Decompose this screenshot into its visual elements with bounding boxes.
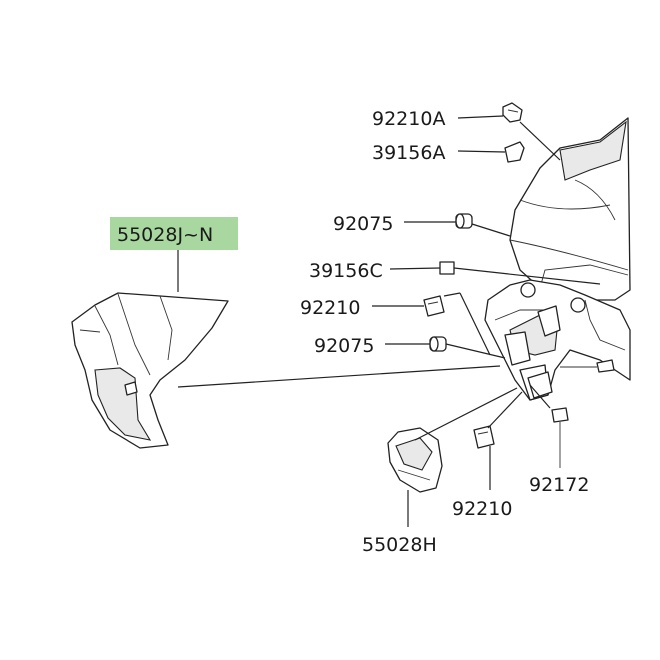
headlight-body-assembly	[484, 117, 631, 401]
label-55028J-N: 55028J~N	[117, 224, 213, 246]
label-39156A: 39156A	[372, 142, 445, 164]
screw-92172-icon	[529, 384, 569, 468]
pad-39156A-icon	[504, 141, 525, 163]
label-92172: 92172	[529, 474, 589, 496]
label-92075-lower: 92075	[314, 335, 374, 357]
clip-92210-upper-icon	[423, 292, 491, 356]
spacer-92075-lower-icon	[429, 336, 506, 359]
label-92210-lower: 92210	[452, 498, 512, 520]
pad-39156C-icon	[439, 261, 601, 285]
highlight-box	[110, 217, 238, 250]
label-39156C: 39156C	[309, 260, 383, 282]
label-92210-upper: 92210	[300, 297, 360, 319]
label-55028H: 55028H	[362, 534, 437, 556]
label-92075-top: 92075	[333, 213, 393, 235]
clip-92210-lower-icon	[473, 391, 523, 449]
side-cover-55028J-N-icon	[71, 292, 501, 449]
small-cover-55028H-icon	[387, 387, 518, 493]
grommet-92210A-icon	[502, 102, 561, 161]
label-92210A: 92210A	[372, 108, 445, 130]
spacer-92075-top-icon	[455, 213, 511, 237]
leader-lines	[177, 115, 506, 527]
